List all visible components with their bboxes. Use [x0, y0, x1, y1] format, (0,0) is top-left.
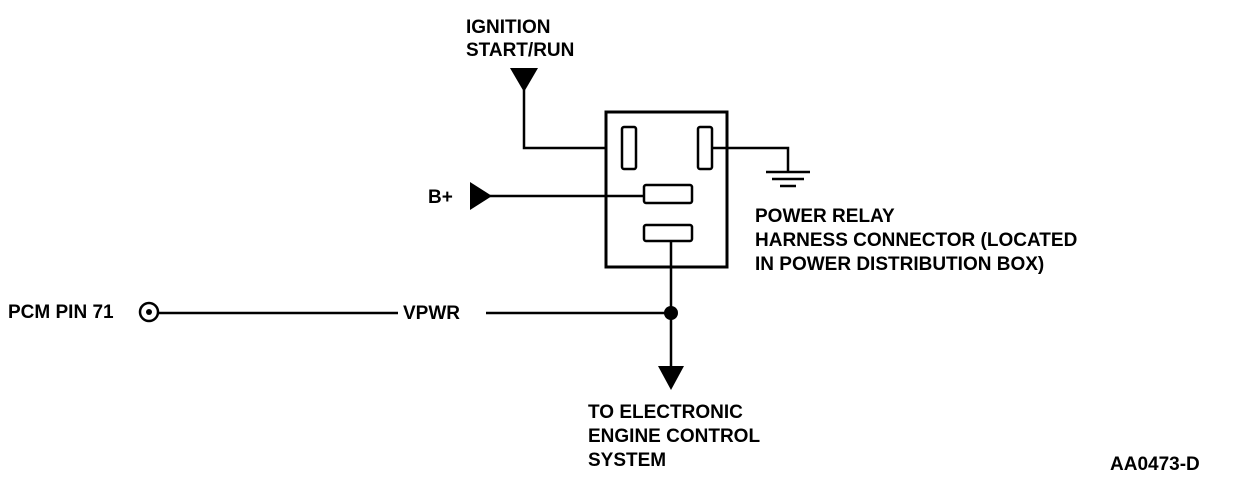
relay-slot-bplus — [642, 183, 694, 205]
vpwr-label: VPWR — [403, 303, 460, 324]
relay-slot-ground — [696, 125, 714, 171]
relay-slot-ignition — [620, 125, 638, 171]
ignition-arrow-icon — [510, 68, 538, 92]
relay-slot-vpwr — [642, 223, 694, 243]
eec-label-line1: TO ELECTRONIC — [588, 402, 743, 423]
ignition-wire — [522, 90, 622, 150]
ignition-label-line1: IGNITION — [466, 17, 550, 38]
figure-id-label: AA0473-D — [1110, 454, 1200, 475]
eec-arrow-icon — [658, 366, 684, 390]
eec-label-line3: SYSTEM — [588, 450, 666, 471]
ground-wire — [712, 146, 790, 172]
relay-label-line2: HARNESS CONNECTOR (LOCATED — [755, 230, 1077, 251]
bplus-arrow-icon — [470, 182, 492, 210]
eec-label-line2: ENGINE CONTROL — [588, 426, 760, 447]
pcm-pin-label: PCM PIN 71 — [8, 302, 114, 323]
relay-label-line1: POWER RELAY — [755, 206, 895, 227]
bplus-label: B+ — [428, 187, 453, 208]
relay-label-line3: IN POWER DISTRIBUTION BOX) — [755, 254, 1044, 275]
ground-symbol-icon — [766, 170, 810, 188]
ignition-label-line2: START/RUN — [466, 40, 574, 61]
pcm-pin-icon — [138, 301, 160, 323]
